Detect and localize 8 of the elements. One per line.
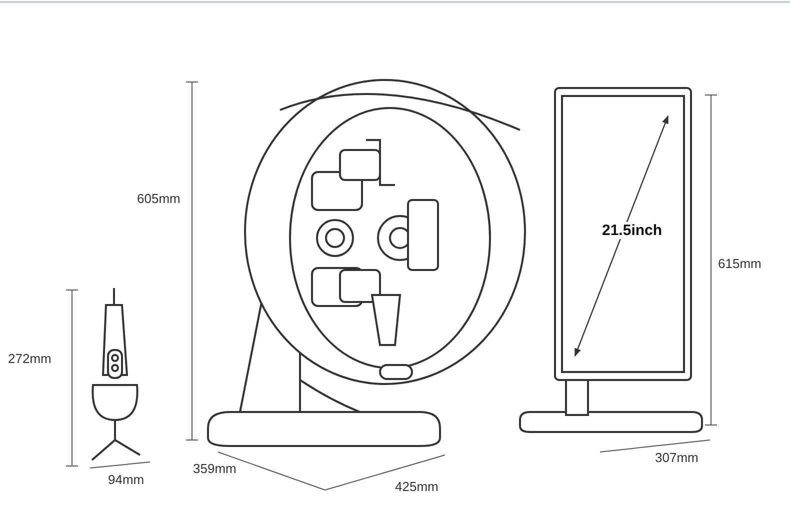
dimension-label: 21.5inch: [600, 222, 664, 239]
dimension-label: 94mm: [108, 472, 144, 487]
dimension-label: 272mm: [8, 351, 52, 366]
dimension-label: 605mm: [137, 191, 180, 206]
dimension-label: 425mm: [395, 479, 438, 494]
dimension-label: 359mm: [193, 461, 236, 476]
dimension-label: 307mm: [655, 450, 698, 465]
dimension-label: 615mm: [718, 256, 762, 271]
